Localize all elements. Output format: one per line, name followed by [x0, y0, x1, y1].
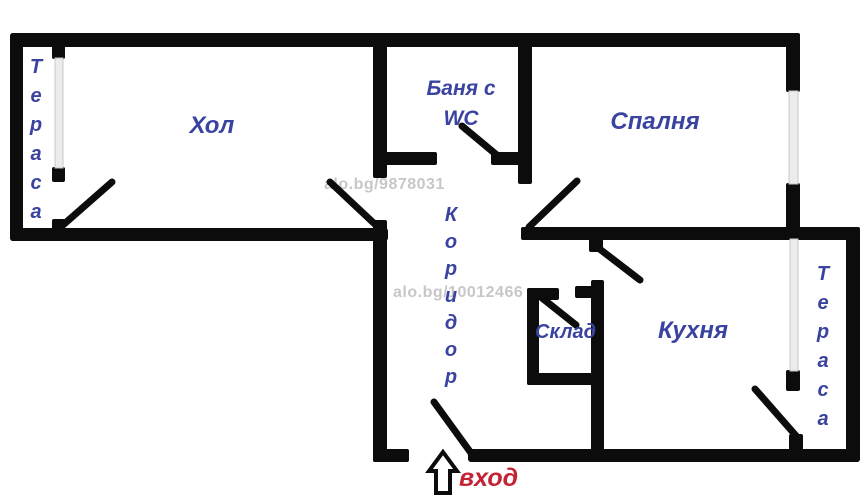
kitchen-door-swing — [593, 243, 644, 284]
living-room-label: Хол — [189, 112, 235, 139]
storage-door-swing — [533, 290, 580, 329]
bathroom-label-line2: WC — [443, 107, 479, 130]
storage-label: Склад — [535, 321, 597, 343]
living-room-terrace-door-swing — [59, 178, 116, 229]
bathroom-bottom-wall — [373, 152, 437, 165]
bedroom-door-swing — [525, 177, 581, 231]
living-room-bottom-wall — [10, 228, 388, 241]
bedroom-right-wall-bottom — [786, 183, 800, 240]
right-terrace-window — [789, 238, 799, 372]
bathroom-right-wall — [518, 40, 532, 184]
right-outer-wall — [846, 228, 860, 462]
corridor-left-wall-upper — [373, 40, 387, 178]
living-room-corridor-door-swing — [326, 178, 384, 233]
kitchen-label: Кухня — [657, 317, 729, 344]
corridor-left-wall-lower — [373, 220, 387, 462]
storage-top-left-stub — [527, 288, 559, 300]
bedroom-bottom-wall — [521, 227, 860, 240]
entrance-door-swing — [430, 398, 475, 457]
storage-top-right-stub — [575, 286, 604, 298]
storage-left-wall — [527, 288, 539, 385]
left-terrace-window — [54, 57, 64, 169]
entrance-arrow-icon — [425, 448, 461, 495]
watermark: alo.bg/10012466 — [393, 284, 524, 301]
bathroom-door-swing — [458, 122, 502, 160]
kitchen-left-wall — [591, 280, 604, 462]
storage-bottom-wall — [527, 373, 604, 385]
bedroom-window — [788, 90, 799, 185]
bedroom-right-wall-top — [786, 33, 800, 92]
terrace-left-stub-top — [52, 45, 65, 59]
terrace-partition-stub — [786, 370, 800, 391]
bedroom-label: Спалня — [610, 108, 700, 135]
top-outer-wall — [10, 33, 800, 47]
bathroom-label-line1: Баня с — [426, 77, 496, 100]
kitchen-terrace-door-swing — [751, 385, 802, 442]
bathroom-label: Баня с WC — [405, 74, 517, 134]
watermark: alo.bg/9878031 — [324, 176, 445, 193]
bottom-outer-wall — [468, 449, 860, 462]
terrace-left-stub-bottom — [52, 167, 65, 182]
left-outer-wall — [10, 33, 23, 241]
entrance-label: вход — [459, 464, 519, 492]
